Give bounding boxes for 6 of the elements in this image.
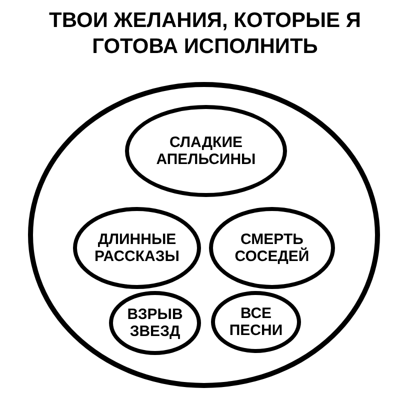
wish-label: ВСЕ ПЕСНИ — [228, 305, 284, 339]
wish-label: ДЛИННЫЕ РАССКАЗЫ — [94, 231, 180, 265]
wish-label: СМЕРТЬ СОСЕДЕЙ — [234, 231, 310, 265]
wish-label: СЛАДКИЕ АПЕЛЬСИНЫ — [155, 134, 257, 168]
wish-label: ВЗРЫВ ЗВЕЗД — [126, 306, 184, 340]
title: ТВОИ ЖЕЛАНИЯ, КОТОРЫЕ Я ГОТОВА ИСПОЛНИТЬ — [48, 8, 362, 60]
